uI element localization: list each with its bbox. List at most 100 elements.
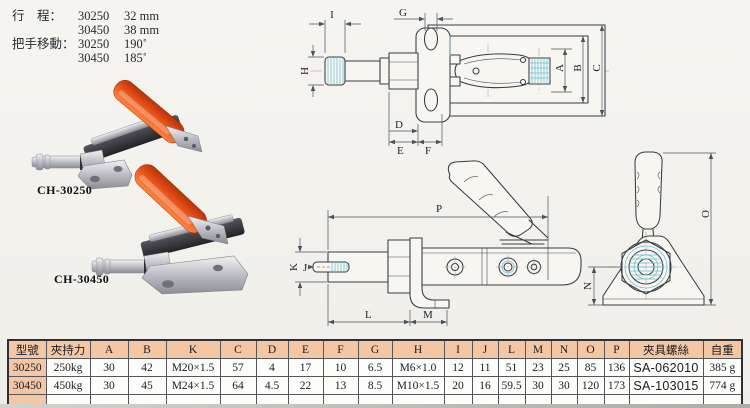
cell-l: 59.5 [497,376,526,395]
dim-arrows-i [319,21,351,27]
clamp-handle [134,164,207,234]
bar-hole [444,256,466,278]
cell-i: 20 [443,376,473,395]
handle-grip-lines [463,176,509,218]
cell-weight: 385 g [702,358,743,377]
col-header-h: H [391,339,445,359]
pad-hatch [529,62,550,79]
col-header-g: G [357,339,393,359]
dim-label-m: M [423,309,433,321]
spec-model-number: 30450 [78,23,110,37]
plunger-ring [104,258,111,275]
mount-slot [423,88,439,112]
col-header-k: K [165,339,221,359]
cell-screw: SA-103015 [628,376,704,395]
col-header-n: N [550,339,578,359]
mount-slot [423,27,439,51]
spec-model-number: 30250 [78,9,110,23]
base-hole [113,166,123,172]
dim-arrow-j [308,264,314,270]
dim-label-i: I [330,9,334,21]
col-header-p: P [603,339,630,359]
col-header-e: E [287,339,324,359]
col-header-b: B [127,339,167,359]
crosshair [609,232,683,302]
bar-hole [525,258,543,276]
arm-bracket [448,54,461,65]
arm-screw [519,56,527,64]
cell-p: 136 [603,358,630,377]
linkage-screw [205,225,211,231]
thread-hatch [327,58,344,84]
dim-arrows-ef [389,139,442,145]
product-photo-ch-30250 [31,79,203,190]
dim-lines-k [295,238,327,296]
col-header-o: O [576,339,605,359]
col-header-f: F [322,339,359,359]
handle-grip-lines [636,171,661,208]
dim-lines-p [327,196,549,326]
product-label-ch-30450: CH-30450 [54,272,110,286]
dim-lines-i [309,20,361,53]
col-header-a: A [89,339,129,359]
cell-g: 8.5 [357,376,393,395]
cell-screw: SA-062010 [628,358,704,377]
dim-label-c: C [591,64,603,71]
cell-weight: 774 g [702,376,743,395]
plunger-tip [31,156,38,168]
cell-f: 10 [322,358,359,377]
hex-nut [387,239,411,294]
cell-o: 120 [576,376,605,395]
product-label-ch-30250: CH-30250 [37,183,93,197]
cell-i: 12 [443,358,473,377]
dim-label-d: D [395,119,403,131]
cell-c: 57 [219,358,257,377]
cell-d: 4.5 [255,376,289,395]
dim-arrows-g [419,16,443,22]
cell-force: 250kg [45,358,91,377]
handle-side [447,160,533,237]
cell-n: 25 [550,358,578,377]
spec-value: 190˚ [124,37,147,51]
pressure-pad [528,57,551,85]
collar [379,57,390,85]
cell-f: 13 [322,376,359,395]
table-header-row: 型號 夾持力 A B K C D E F G H I J L M N O P 夾… [7,339,743,359]
cell-l: 51 [497,358,526,377]
cell-p: 173 [603,376,630,395]
col-header-clamp-force: 夾持力 [45,339,91,359]
col-header-d: D [255,339,289,359]
spec-label: 把手移動： [12,37,75,51]
thread-hatch [331,262,348,272]
nut-facets [388,256,410,277]
nut-facets [389,61,418,81]
cell-b: 45 [127,376,167,395]
spec-model-number: 30250 [78,37,110,51]
cell-n: 30 [550,376,578,395]
plunger-ring [44,154,51,170]
linkage-screw [192,144,196,148]
cell-b: 42 [127,358,167,377]
cell-c: 64 [219,376,257,395]
dim-label-k: K [288,263,300,271]
spec-label [12,51,78,65]
hex-nut [388,52,419,90]
bar-joint [481,248,488,285]
body-bar [421,247,582,286]
col-header-m: M [524,339,552,359]
col-header-clamp-screw: 夾具螺絲 [628,339,704,359]
dim-lines-h [308,45,324,97]
arm-screw [519,78,527,86]
cell-e: 22 [287,376,324,395]
dim-label-e: E [397,145,404,156]
cell-a: 30 [89,358,129,377]
dim-label-b: B [572,64,584,71]
dim-lines-o [663,152,716,306]
dim-label-p: P [436,203,442,215]
table-row-30250: 30250 250kg 30 42 M20×1.5 57 4 17 10 6.5… [7,358,743,377]
cell-e: 17 [287,358,324,377]
cell-model: 30450 [7,376,47,395]
